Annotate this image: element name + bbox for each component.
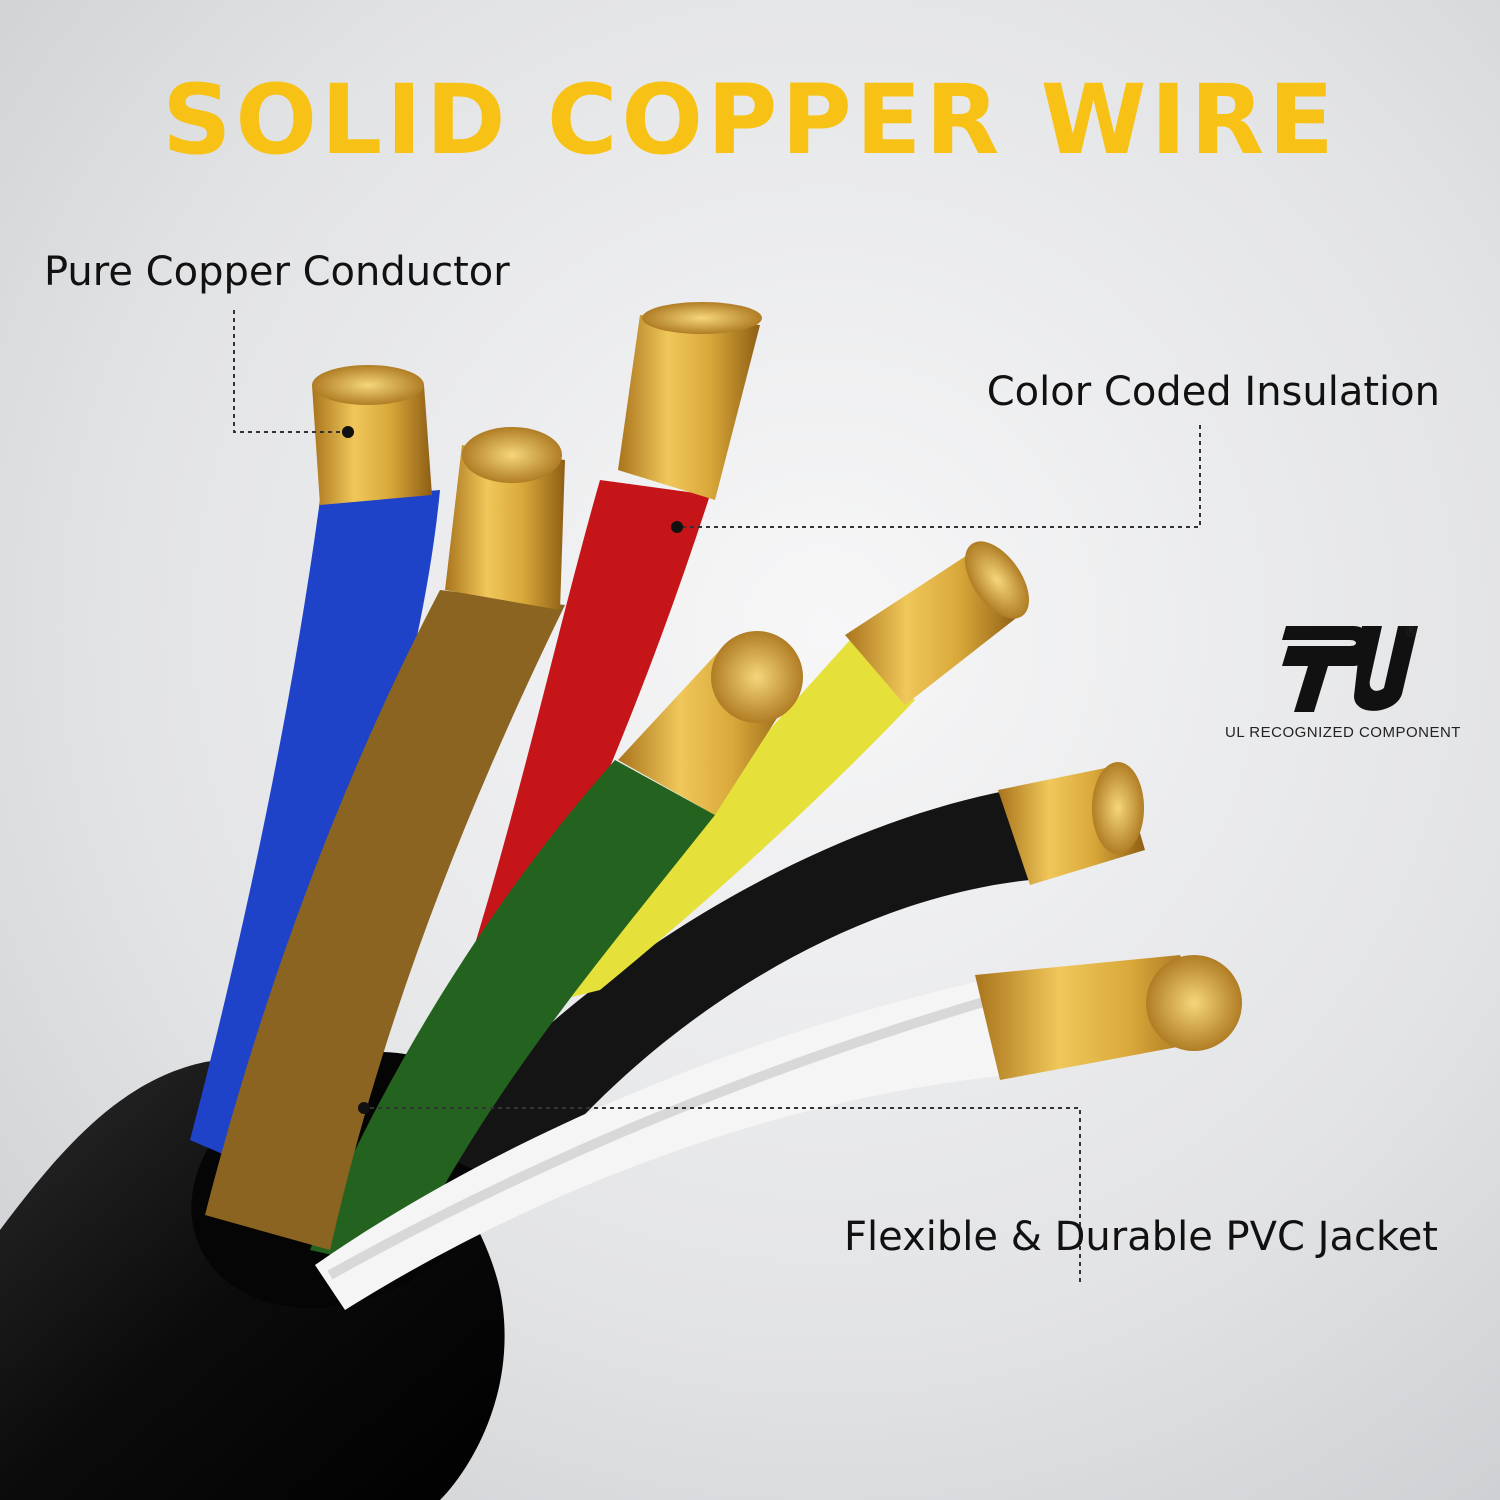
copper-strands-brown <box>445 445 565 610</box>
ul-badge: ® UL RECOGNIZED COMPONENT <box>1212 618 1474 741</box>
copper-tip-blue <box>312 365 424 405</box>
leader-conductor <box>233 310 348 433</box>
copper-tip-red <box>642 302 762 334</box>
registered-mark: ® <box>1404 624 1418 640</box>
copper-strands-red <box>618 315 760 500</box>
callout-insulation: Color Coded Insulation <box>986 369 1440 415</box>
callout-jacket: Flexible & Durable PVC Jacket <box>844 1214 1438 1260</box>
leader-insulation <box>677 425 1201 528</box>
wire-black <box>430 790 1030 1190</box>
wire-white <box>315 980 1010 1310</box>
headline: SOLID COPPER WIRE <box>162 64 1338 176</box>
copper-tip-white <box>1146 955 1242 1051</box>
ul-caption: UL RECOGNIZED COMPONENT <box>1225 724 1461 741</box>
wire-red <box>470 480 710 970</box>
wire-green <box>310 760 715 1270</box>
wire-blue <box>190 490 440 1170</box>
leader-jacket <box>364 1107 1081 1282</box>
leader-dot-insulation <box>671 521 683 533</box>
copper-tip-black <box>1092 762 1144 854</box>
wire-yellow <box>560 640 915 1000</box>
copper-tip-brown <box>462 427 562 483</box>
wire-brown <box>205 590 565 1250</box>
leader-dot-conductor <box>342 426 354 438</box>
copper-tip-yellow <box>965 541 1029 619</box>
copper-tip-green <box>711 631 803 723</box>
ul-recognized-logo-icon: ® <box>1282 624 1418 712</box>
leader-dot-jacket <box>358 1102 370 1114</box>
copper-strands-blue <box>312 385 432 505</box>
callout-conductor: Pure Copper Conductor <box>44 249 510 295</box>
